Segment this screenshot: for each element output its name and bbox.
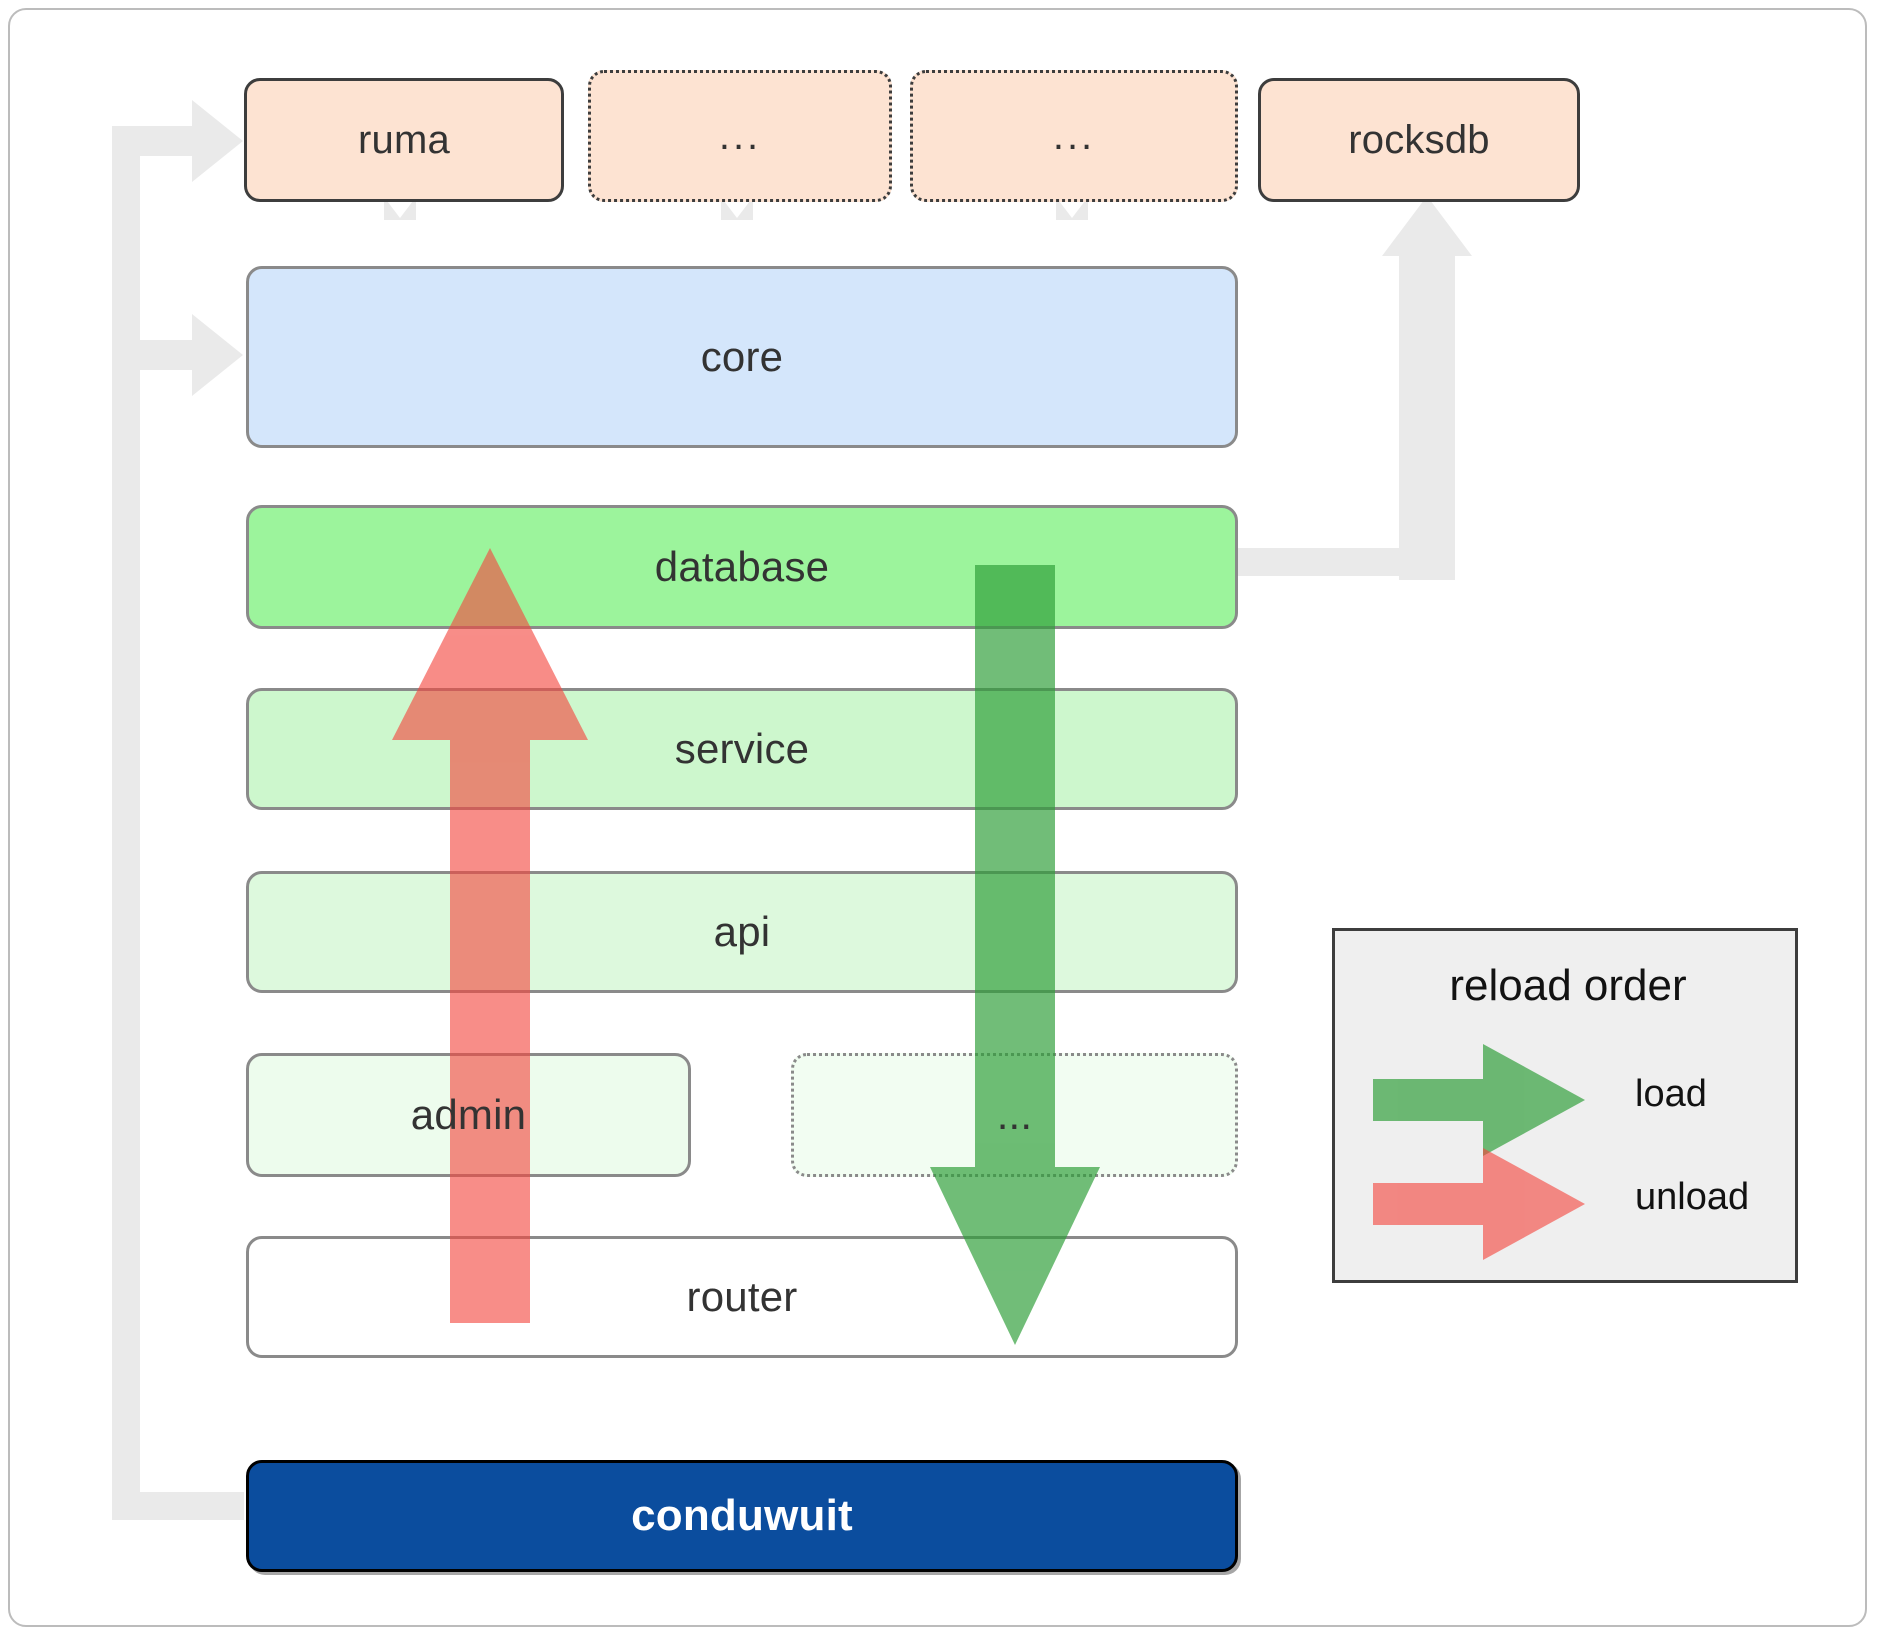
layer-label: ... [996,1091,1033,1138]
layer-label: admin [410,1091,527,1138]
dependency-label: ... [718,113,762,158]
layer-box-admin[interactable]: admin [246,1053,691,1177]
layer-box-database[interactable]: database [246,505,1238,629]
layer-label: database [654,543,830,590]
app-label: conduwuit [631,1491,853,1540]
layer-box-service[interactable]: service [246,688,1238,810]
layer-label: service [674,725,810,772]
dependency-box-more-2[interactable]: ... [910,70,1238,202]
legend-title: reload order [1449,961,1687,1010]
dependency-box-more-1[interactable]: ... [588,70,892,202]
dependency-label: ruma [358,117,450,162]
legend-arrow-graphics [1373,1044,1585,1260]
legend-label-unload: unload [1635,1176,1750,1218]
dependency-box-rocksdb[interactable]: rocksdb [1258,78,1580,202]
app-box-conduwuit[interactable]: conduwuit [246,1460,1238,1572]
dependency-box-ruma[interactable]: ruma [244,78,564,202]
core-label: core [700,333,784,380]
layer-box-more[interactable]: ... [791,1053,1238,1177]
diagram-frame [8,8,1867,1627]
layer-label: router [686,1273,798,1320]
layer-label: api [713,908,771,955]
layer-box-router[interactable]: router [246,1236,1238,1358]
dependency-label: rocksdb [1348,117,1490,162]
core-box[interactable]: core [246,266,1238,448]
legend-panel: reload order load unload [1332,928,1798,1283]
legend-load-arrow [1373,1044,1585,1156]
legend-label-load: load [1635,1073,1707,1115]
dependency-label: ... [1052,113,1096,158]
layer-box-api[interactable]: api [246,871,1238,993]
legend-unload-arrow [1373,1148,1585,1260]
